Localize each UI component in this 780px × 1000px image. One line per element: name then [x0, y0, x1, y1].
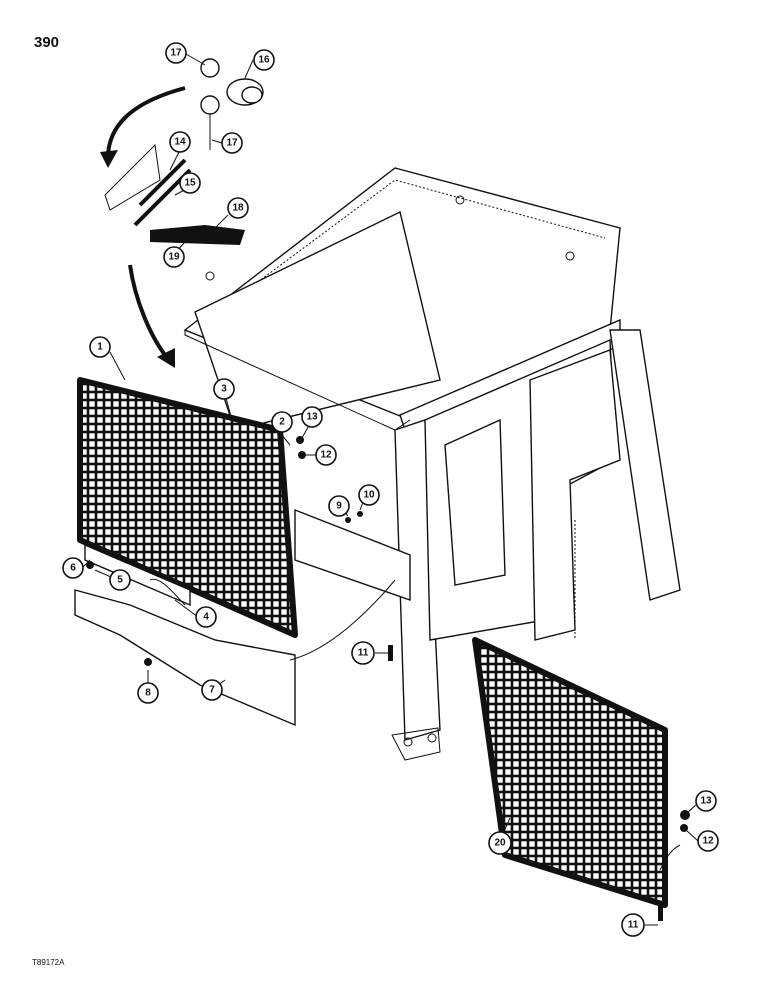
callout-10: 10: [358, 484, 380, 506]
canopy-frame: [183, 167, 681, 761]
svg-text:16: 16: [258, 55, 270, 66]
callout-3: 3: [213, 378, 235, 400]
callout-6: 6: [62, 557, 84, 579]
svg-text:17: 17: [170, 48, 182, 59]
callout-7: 7: [201, 679, 223, 701]
svg-text:15: 15: [184, 178, 196, 189]
callout-8: 8: [137, 682, 159, 704]
callout-20: 20: [488, 831, 512, 855]
fasteners: [86, 436, 690, 921]
callout-17-upper: 17: [165, 42, 187, 64]
svg-text:1: 1: [97, 342, 103, 353]
callout-5: 5: [109, 569, 131, 591]
svg-text:7: 7: [209, 685, 215, 696]
lower-strip: [74, 543, 296, 727]
svg-text:19: 19: [168, 252, 180, 263]
svg-text:3: 3: [221, 384, 227, 395]
lock-assembly: [200, 58, 264, 150]
callout-19: 19: [163, 246, 185, 268]
right-screen: [472, 637, 668, 908]
svg-text:9: 9: [336, 501, 342, 512]
callout-14: 14: [169, 131, 191, 153]
direction-arrows: [100, 86, 186, 368]
svg-text:20: 20: [494, 838, 506, 849]
callout-1: 1: [89, 336, 111, 358]
svg-text:13: 13: [700, 796, 712, 807]
svg-text:12: 12: [702, 836, 714, 847]
callout-2: 2: [271, 411, 293, 433]
figure-code: T89172A: [32, 958, 65, 967]
callout-4: 4: [195, 606, 217, 628]
callout-11-lower: 11: [621, 913, 645, 937]
callout-16: 16: [253, 49, 275, 71]
svg-text:11: 11: [628, 920, 639, 931]
svg-text:11: 11: [358, 648, 369, 659]
callout-11-upper: 11: [351, 641, 375, 665]
svg-text:8: 8: [145, 688, 151, 699]
callouts: 1 2 3 4 5 6 7 8 9 10 11 11 12 12 13 13 1…: [62, 42, 719, 937]
svg-text:5: 5: [117, 575, 123, 586]
page-number: 390: [34, 34, 60, 51]
callout-12-lower: 12: [697, 830, 719, 852]
callout-17-lower: 17: [221, 132, 243, 154]
svg-text:12: 12: [320, 450, 332, 461]
svg-text:17: 17: [226, 138, 238, 149]
callout-18: 18: [227, 197, 249, 219]
svg-text:2: 2: [279, 417, 285, 428]
callout-12-upper: 12: [315, 444, 337, 466]
callout-15: 15: [179, 172, 201, 194]
svg-text:10: 10: [363, 490, 375, 501]
callout-13-lower: 13: [695, 790, 717, 812]
left-screen: [77, 377, 298, 638]
svg-text:14: 14: [174, 137, 186, 148]
svg-text:6: 6: [70, 563, 76, 574]
callout-9: 9: [328, 495, 350, 517]
svg-text:4: 4: [203, 612, 209, 623]
svg-text:18: 18: [232, 203, 244, 214]
svg-text:13: 13: [306, 412, 318, 423]
callout-13-upper: 13: [301, 406, 323, 428]
